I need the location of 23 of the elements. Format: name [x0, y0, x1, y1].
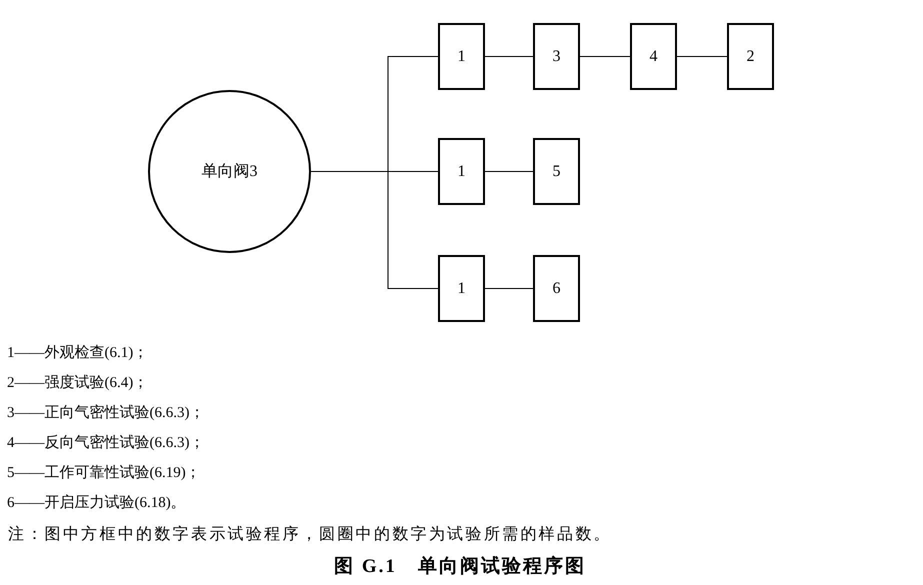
key-text: 1——外观检查(6.1)； [7, 344, 148, 363]
key-text: 4——反向气密性试验(6.6.3)； [7, 433, 204, 453]
connector-line [310, 171, 438, 289]
step-box: 5 [533, 138, 580, 205]
connector-line [676, 56, 728, 57]
note-text: 注：图中方框中的数字表示试验程序，圆圈中的数字为试验所需的样品数。 [8, 525, 612, 545]
step-box: 3 [533, 23, 580, 90]
connector-line [484, 288, 534, 289]
key-text: 6——开启压力试验(6.18)。 [7, 493, 186, 513]
step-box: 1 [438, 23, 485, 90]
step-box: 2 [727, 23, 774, 90]
connector-line [484, 171, 534, 172]
connector-line [484, 56, 534, 57]
step-box: 4 [630, 23, 677, 90]
connector-line [580, 56, 630, 57]
step-box: 1 [438, 255, 485, 322]
step-box: 6 [533, 255, 580, 322]
key-text: 2——强度试验(6.4)； [7, 373, 148, 393]
key-text: 5——工作可靠性试验(6.19)； [7, 464, 201, 483]
sample-circle: 单向阀3 [148, 90, 311, 253]
figure-caption: 图 G.1 单向阀试验程序图 [334, 555, 586, 579]
key-text: 3——正向气密性试验(6.6.3)； [7, 403, 204, 423]
step-box: 1 [438, 138, 485, 205]
